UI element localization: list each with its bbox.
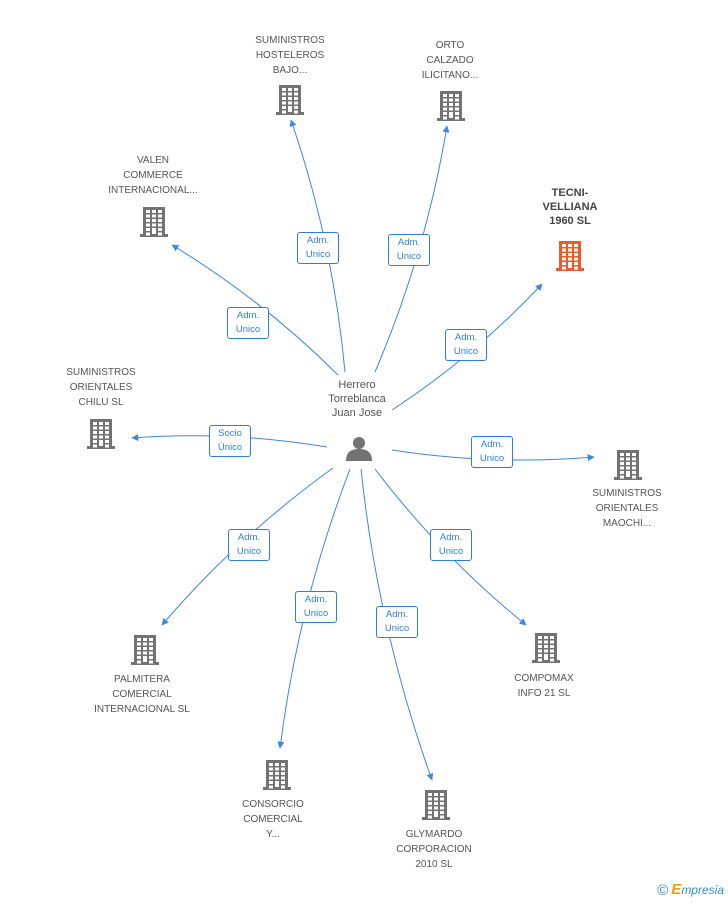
company-label-line: MAOCHI...	[602, 518, 652, 529]
building-icon-palmitera-comercial[interactable]	[131, 635, 159, 665]
role-badge-line: Adm.	[397, 237, 421, 248]
company-label-line: CONSORCIO	[242, 799, 304, 810]
building-icon-orto-calzado[interactable]	[437, 91, 465, 121]
person-icon	[346, 437, 372, 461]
role-badge-line: Adm.	[454, 332, 478, 343]
role-badge-suministros-hosteleros[interactable]: Adm. Unico	[297, 232, 339, 264]
company-label-orto-calzado[interactable]: ORTO CALZADO ILICITANO...	[385, 38, 515, 83]
company-label-line: 2010 SL	[415, 859, 453, 870]
building-icon-glymardo-corporacion[interactable]	[422, 790, 450, 820]
role-badge-line: Unico	[305, 249, 331, 260]
role-badge-line: Unico	[453, 346, 479, 357]
company-label-line: 1960 SL	[549, 215, 591, 227]
company-label-line: VELLIANA	[542, 201, 598, 213]
role-badge-compomax-info[interactable]: Adm. Unico	[430, 529, 472, 561]
copyright-symbol: ©	[657, 882, 669, 899]
company-label-consorcio-comercial[interactable]: CONSORCIO COMERCIAL Y...	[208, 797, 338, 842]
role-badge-line: Adm.	[304, 594, 328, 605]
company-label-compomax-info[interactable]: COMPOMAX INFO 21 SL	[479, 671, 609, 701]
company-label-line: Y...	[266, 829, 280, 840]
company-label-tecni-velliana[interactable]: TECNI- VELLIANA 1960 SL	[505, 186, 635, 228]
role-badge-line: Unico	[236, 546, 262, 557]
company-label-line: COMERCIAL	[112, 689, 172, 700]
building-icon-compomax-info[interactable]	[532, 633, 560, 663]
center-name-line: Herrero	[338, 379, 376, 391]
brand-logo-text: mpresia	[681, 883, 724, 897]
company-label-line: CORPORACION	[396, 844, 472, 855]
company-label-valen-commerce[interactable]: VALEN COMMERCE INTERNACIONAL...	[88, 153, 218, 198]
role-badge-line: Adm.	[480, 439, 504, 450]
company-label-line: BAJO...	[272, 65, 308, 76]
building-icon-valen-commerce[interactable]	[140, 207, 168, 237]
company-label-line: HOSTELEROS	[255, 50, 325, 61]
role-badge-line: Adm.	[237, 532, 261, 543]
center-name-line: Juan Jose	[331, 407, 383, 419]
company-label-suministros-hosteleros[interactable]: SUMINISTROS HOSTELEROS BAJO...	[225, 33, 355, 78]
company-icons	[87, 85, 642, 820]
company-label-line: INTERNACIONAL...	[108, 185, 198, 196]
building-icon-tecni-velliana[interactable]	[556, 241, 584, 271]
company-label-line: COMPOMAX	[514, 673, 574, 684]
company-label-line: VALEN	[136, 155, 170, 166]
brand-footer[interactable]: ©Empresia	[657, 881, 724, 899]
role-badge-consorcio-comercial[interactable]: Adm. Unico	[295, 591, 337, 623]
role-badge-line: Adm.	[306, 235, 330, 246]
company-label-line: COMMERCE	[123, 170, 183, 181]
company-label-line: SUMINISTROS	[66, 367, 136, 378]
role-badge-line: Unico	[396, 251, 422, 262]
role-badge-suministros-orientales-maochi[interactable]: Adm. Unico	[471, 436, 513, 468]
company-label-line: COMERCIAL	[243, 814, 303, 825]
building-icon-suministros-orientales-chilu[interactable]	[87, 419, 115, 449]
role-badge-line: Adm.	[439, 532, 463, 543]
company-label-palmitera-comercial[interactable]: PALMITERA COMERCIAL INTERNACIONAL SL	[77, 672, 207, 717]
company-label-line: INFO 21 SL	[517, 688, 571, 699]
company-label-suministros-orientales-maochi[interactable]: SUMINISTROS ORIENTALES MAOCHI...	[562, 486, 692, 531]
building-icon-suministros-hosteleros[interactable]	[276, 85, 304, 115]
role-badge-tecni-velliana[interactable]: Adm. Unico	[445, 329, 487, 361]
center-person-label[interactable]: Herrero Torreblanca Juan Jose	[302, 378, 412, 420]
company-label-line: CHILU SL	[78, 397, 124, 408]
role-badge-orto-calzado[interactable]: Adm. Unico	[388, 234, 430, 266]
company-label-suministros-orientales-chilu[interactable]: SUMINISTROS ORIENTALES CHILU SL	[36, 365, 166, 410]
company-label-line: ILICITANO...	[421, 70, 479, 81]
brand-logo-initial: E	[671, 881, 682, 898]
role-badge-line: Unico	[438, 546, 464, 557]
company-label-line: ORIENTALES	[69, 382, 133, 393]
role-badge-glymardo-corporacion[interactable]: Adm. Unico	[376, 606, 418, 638]
company-label-line: GLYMARDO	[405, 829, 463, 840]
company-label-line: SUMINISTROS	[592, 488, 662, 499]
role-badge-palmitera-comercial[interactable]: Adm. Unico	[228, 529, 270, 561]
role-badge-line: Unico	[479, 453, 505, 464]
company-label-glymardo-corporacion[interactable]: GLYMARDO CORPORACION 2010 SL	[369, 827, 499, 872]
role-badge-line: Unico	[384, 623, 410, 634]
company-label-line: INTERNACIONAL SL	[94, 704, 190, 715]
role-badge-line: Unico	[235, 324, 261, 335]
role-badge-line: Único	[217, 442, 243, 453]
role-badge-line: Socio	[218, 428, 242, 439]
company-label-line: ORIENTALES	[595, 503, 659, 514]
role-badge-line: Adm.	[385, 609, 409, 620]
role-badge-line: Unico	[303, 608, 329, 619]
company-label-line: CALZADO	[426, 55, 474, 66]
company-label-line: SUMINISTROS	[255, 35, 325, 46]
building-icon-consorcio-comercial[interactable]	[263, 760, 291, 790]
company-label-line: ORTO	[435, 40, 465, 51]
edge-valen-commerce	[171, 244, 339, 376]
center-name-line: Torreblanca	[328, 393, 386, 405]
company-label-line: TECNI-	[551, 187, 589, 199]
company-label-line: PALMITERA	[114, 674, 170, 685]
role-badge-valen-commerce[interactable]: Adm. Unico	[227, 307, 269, 339]
building-icon-suministros-orientales-maochi[interactable]	[614, 450, 642, 480]
role-badge-line: Adm.	[236, 310, 260, 321]
